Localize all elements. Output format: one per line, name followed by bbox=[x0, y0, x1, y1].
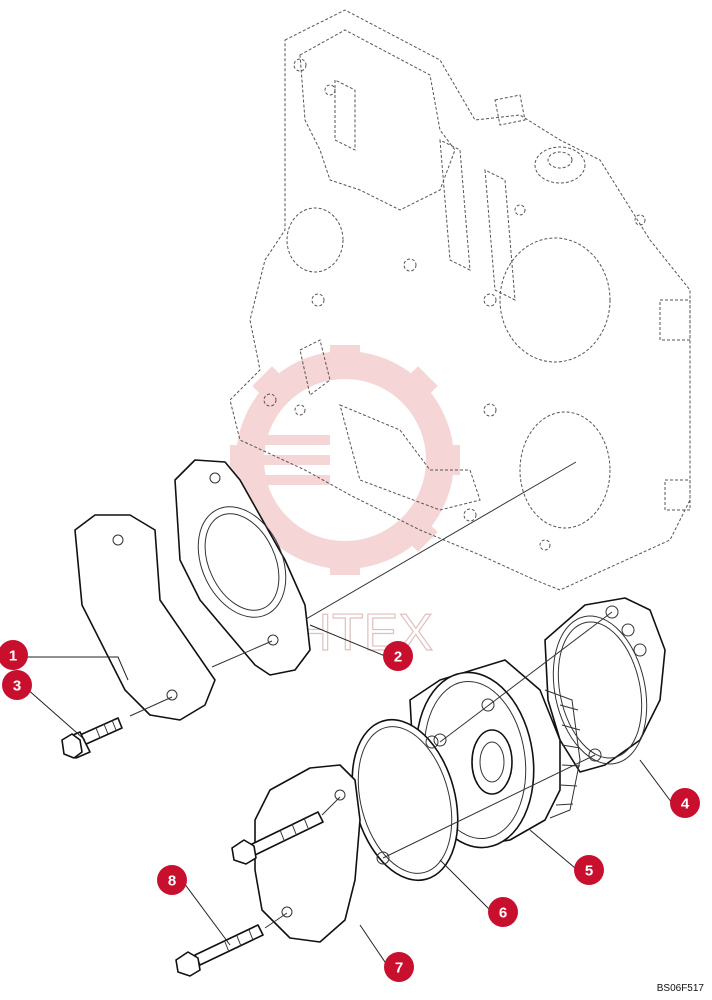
part-7-cover-plate bbox=[254, 764, 361, 943]
part-8-bolt-upper bbox=[231, 811, 324, 865]
svg-text:1: 1 bbox=[9, 648, 17, 665]
callout-1: 1 bbox=[0, 640, 28, 670]
part-1-cover-plate bbox=[74, 514, 216, 721]
svg-text:2: 2 bbox=[394, 649, 402, 666]
callout-8: 8 bbox=[157, 865, 187, 895]
leader-lines bbox=[25, 624, 673, 966]
callout-4: 4 bbox=[670, 788, 700, 818]
part-6-o-ring bbox=[351, 718, 459, 882]
svg-text:6: 6 bbox=[499, 905, 507, 922]
callout-6: 6 bbox=[488, 897, 518, 927]
part-3-bolt bbox=[61, 717, 123, 759]
svg-text:4: 4 bbox=[681, 796, 690, 813]
callout-2: 2 bbox=[383, 641, 413, 671]
callout-3: 3 bbox=[2, 670, 32, 700]
callout-7: 7 bbox=[384, 952, 414, 982]
figure-code: BS06F517 bbox=[656, 983, 704, 994]
svg-text:7: 7 bbox=[395, 960, 403, 977]
svg-text:8: 8 bbox=[168, 873, 176, 890]
alignment-lines bbox=[129, 611, 613, 929]
part-2-gasket bbox=[174, 459, 311, 676]
svg-text:3: 3 bbox=[13, 678, 21, 695]
svg-text:5: 5 bbox=[585, 863, 593, 880]
gear-housing bbox=[229, 9, 691, 641]
part-8-bolt-lower bbox=[175, 924, 264, 977]
callout-5: 5 bbox=[574, 855, 604, 885]
